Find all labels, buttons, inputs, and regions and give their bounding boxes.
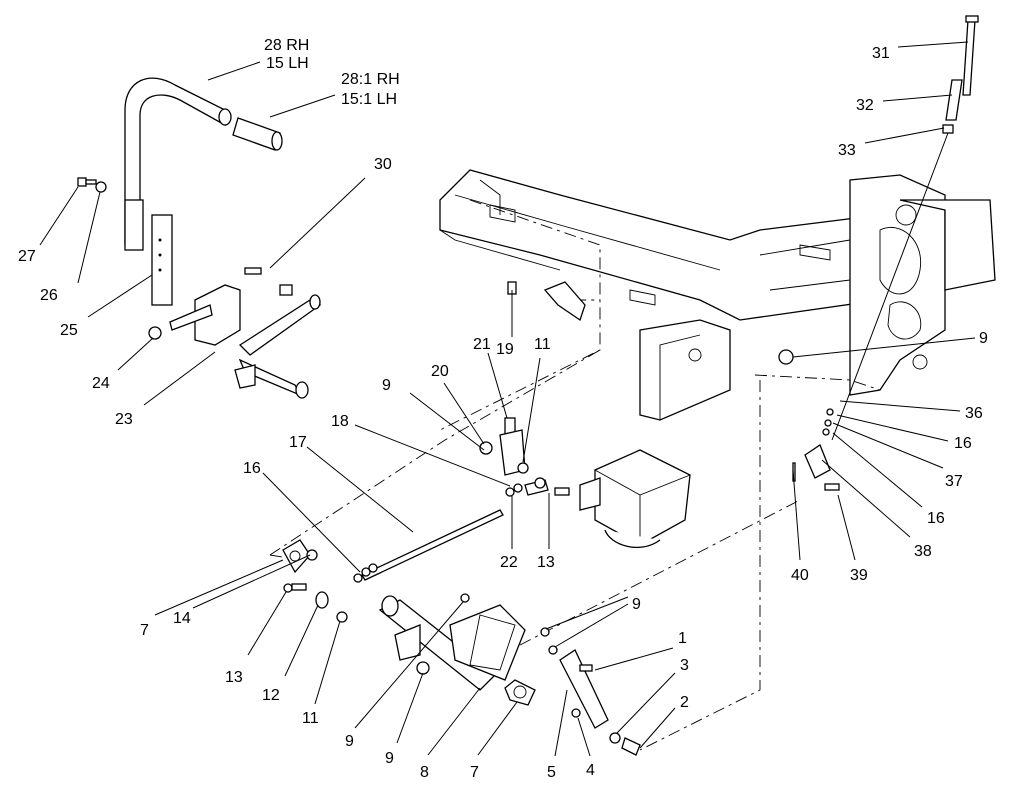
callout-17: 17 [289, 434, 307, 451]
callout-4: 4 [586, 762, 595, 779]
callout-12: 12 [262, 687, 280, 704]
pivot-bracket [148, 267, 322, 399]
callout-1: 1 [678, 630, 687, 647]
frame-assembly [269, 169, 996, 751]
callout-23: 23 [115, 411, 133, 428]
callout-40: 40 [791, 567, 809, 584]
callout-5: 5 [547, 764, 556, 781]
callout-31: 31 [872, 45, 890, 62]
callout-26: 26 [40, 287, 58, 304]
callout-16-right-b: 16 [927, 510, 945, 527]
callout-32: 32 [856, 97, 874, 114]
callout-36: 36 [965, 405, 983, 422]
callout-16-left: 16 [243, 460, 261, 477]
callout-9-lower-b: 9 [385, 750, 394, 767]
callout-19: 19 [496, 341, 514, 358]
callout-9-lower-a: 9 [345, 733, 354, 750]
callout-15-lh: 15 LH [266, 55, 309, 72]
callout-3: 3 [680, 657, 689, 674]
callout-30: 30 [374, 156, 392, 173]
callout-8: 8 [420, 764, 429, 781]
callout-27: 27 [18, 248, 36, 265]
callout-16-right-a: 16 [954, 435, 972, 452]
callout-25: 25 [60, 322, 78, 339]
callout-28-1-rh: 28:1 RH [341, 71, 400, 88]
callout-13-center: 13 [537, 554, 555, 571]
callout-9-lower-c: 9 [632, 596, 641, 613]
callout-22: 22 [500, 554, 518, 571]
control-handle [77, 77, 283, 306]
callout-15-1-lh: 15:1 LH [341, 91, 397, 108]
callout-24: 24 [92, 375, 110, 392]
callout-37: 37 [945, 473, 963, 490]
callout-7-lower: 7 [470, 764, 479, 781]
callout-7-left: 7 [140, 622, 149, 639]
callout-11-upper: 11 [534, 336, 551, 353]
callout-28-rh: 28 RH [264, 37, 309, 54]
callout-14: 14 [173, 610, 191, 627]
center-linkage [353, 281, 691, 583]
callout-11-lower: 11 [302, 710, 319, 727]
callout-38: 38 [914, 543, 932, 560]
callout-9-right: 9 [979, 330, 988, 347]
right-vertical-rod [778, 15, 979, 491]
callout-20: 20 [431, 363, 449, 380]
callout-13-lower: 13 [225, 669, 243, 686]
callout-labels: 28 RH 15 LH 28:1 RH 15:1 LH 31 32 33 30 … [18, 37, 988, 781]
callout-9-upper: 9 [382, 377, 391, 394]
callout-33: 33 [838, 142, 856, 159]
callout-18: 18 [331, 413, 349, 430]
lower-shaft-assembly [282, 539, 641, 756]
leader-lines [39, 41, 976, 757]
callout-39: 39 [850, 567, 868, 584]
callout-21: 21 [473, 336, 491, 353]
callout-2: 2 [680, 694, 689, 711]
